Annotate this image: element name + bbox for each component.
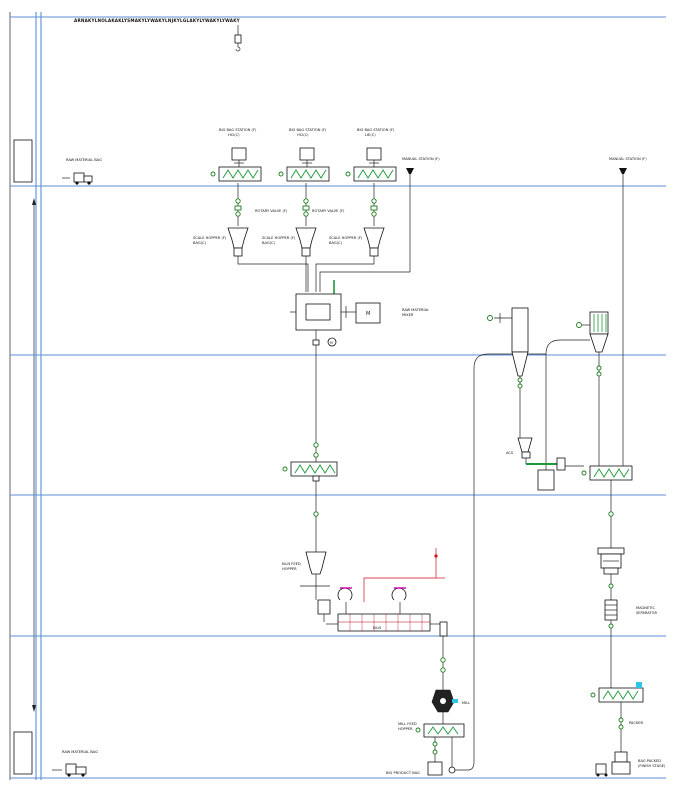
rotary-sifter bbox=[597, 547, 625, 600]
bag-filter bbox=[545, 311, 609, 466]
drawing-title: ARNAKYLNOLAKAKLYSMAKYLYWAKYLNJKYLGLAKYLY… bbox=[74, 18, 241, 23]
label-acs: ACS bbox=[506, 451, 514, 455]
mill-feed-screw bbox=[415, 353, 546, 776]
label-mill-feed-a: MILL FEED bbox=[398, 722, 417, 726]
rotary-valves bbox=[234, 183, 378, 226]
product-bag-box bbox=[427, 761, 443, 776]
mill bbox=[431, 689, 458, 724]
manual-station-1 bbox=[406, 168, 414, 272]
feed-lines-to-mixer bbox=[237, 256, 410, 294]
screw-conveyor-2 bbox=[581, 465, 633, 548]
label-station-1a: BIG BAG STATION (F) bbox=[219, 128, 257, 132]
label-station-2a: BIG BAG STATION (F) bbox=[289, 128, 327, 132]
big-bag-station-3 bbox=[345, 147, 397, 182]
screw-conveyor-1 bbox=[282, 461, 338, 552]
label-manual-station-1: MANUAL STATION (F) bbox=[402, 157, 440, 161]
building-frame bbox=[9, 12, 42, 780]
label-feed-hopper-a: KILN FEED bbox=[282, 562, 301, 566]
label-mixer-a: RAW MATERIAL bbox=[402, 308, 429, 312]
label-station-3b: LIE(C) bbox=[365, 133, 376, 137]
label-station-2b: HCl(C) bbox=[297, 133, 309, 137]
mixer-motor bbox=[355, 302, 381, 324]
magnetic-separator bbox=[604, 599, 618, 688]
label-station-1b: HCl(C) bbox=[228, 133, 240, 137]
label-raw-material-bottom: RAW MATERIAL BAG bbox=[62, 750, 98, 754]
label-raw-material-top: RAW MATERIAL BAG bbox=[66, 158, 102, 162]
screw-conveyor-3 bbox=[590, 682, 644, 752]
label-big-product: BIG PRODUCT BAG bbox=[386, 771, 420, 775]
scale-hoppers bbox=[227, 227, 385, 257]
label-packer: PACKER bbox=[629, 721, 643, 725]
mixer-discharge-line bbox=[313, 345, 319, 462]
label-feed-hopper-b: HOPPER bbox=[282, 567, 297, 571]
label-station-3a: BIG BAG STATION (F) bbox=[357, 128, 395, 132]
kiln-feed-hopper bbox=[300, 551, 331, 622]
label-scale-hopper-1b: BAG(C) bbox=[193, 241, 207, 245]
kiln-discharge bbox=[439, 621, 448, 690]
mixer: M M bbox=[290, 293, 381, 347]
label-scale-hopper-3b: BAG(C) bbox=[329, 241, 343, 245]
floor-levels bbox=[10, 16, 666, 779]
manual-station-2 bbox=[619, 168, 627, 466]
bagging-machine bbox=[595, 751, 631, 777]
label-mixer-b: MIXER bbox=[402, 313, 414, 317]
hoist-icon bbox=[234, 25, 242, 52]
forklift-icon-bottom bbox=[52, 763, 87, 777]
label-scale-hopper-2b: BAG(C) bbox=[262, 241, 276, 245]
forklift-icon bbox=[62, 172, 93, 185]
big-bag-station-2 bbox=[278, 147, 330, 182]
label-mill-feed-b: HOPPER bbox=[398, 727, 413, 731]
drive-label: M bbox=[330, 341, 333, 345]
cyclone bbox=[487, 307, 533, 464]
pneumatic-line bbox=[526, 354, 584, 491]
label-manual-station-2: MANUAL STATION (F) bbox=[609, 157, 647, 161]
kiln-feeder bbox=[317, 599, 331, 615]
big-bag-station-1 bbox=[210, 147, 262, 182]
motor-label: M bbox=[366, 311, 370, 317]
label-magnetic-a: MAGNETIC bbox=[636, 606, 655, 610]
label-bag-packed-b: (FINISH STAGE) bbox=[638, 764, 666, 768]
label-magnetic-b: SEPARATOR bbox=[636, 611, 658, 615]
label-scale-hopper-2a: SCALE HOPPER (F) bbox=[262, 236, 296, 240]
left-column-box-bottom bbox=[13, 731, 33, 775]
label-scale-hopper-1a: SCALE HOPPER (F) bbox=[193, 236, 227, 240]
label-kiln: KILN bbox=[373, 626, 381, 630]
label-mill: MILL bbox=[462, 701, 470, 705]
left-column-box-top bbox=[13, 139, 33, 183]
label-scale-hopper-3a: SCALE HOPPER (F) bbox=[329, 236, 363, 240]
kiln bbox=[326, 548, 445, 632]
label-rotary-valve-1: ROTARY VALVE (F) bbox=[255, 209, 288, 213]
label-rotary-valve-2: ROTARY VALVE (F) bbox=[312, 209, 345, 213]
label-bag-packed-a: BAG PACKED bbox=[638, 759, 661, 763]
